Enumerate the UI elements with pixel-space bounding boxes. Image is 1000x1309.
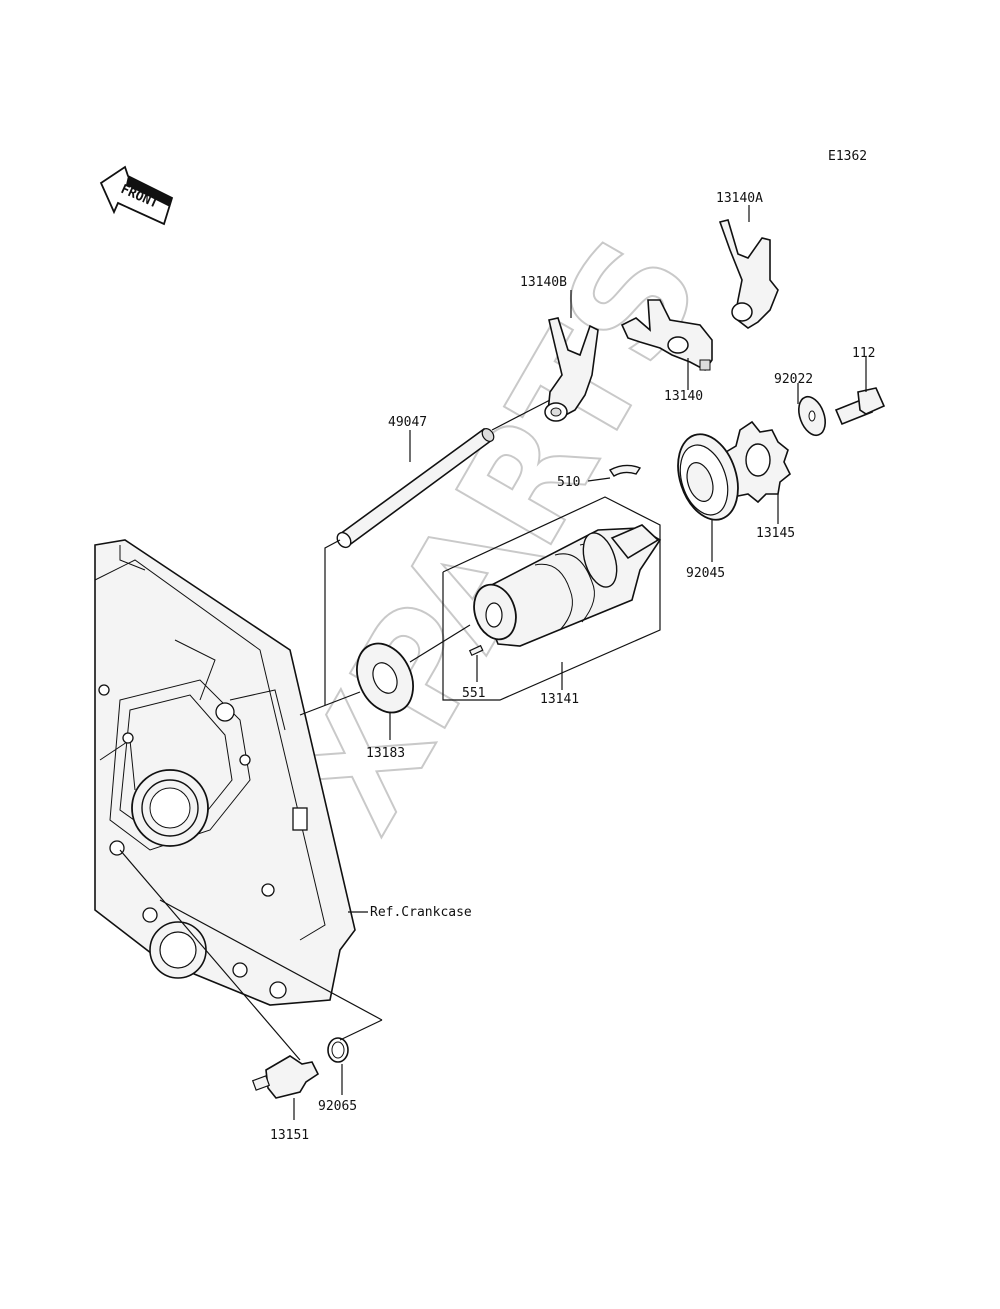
label-551: 551: [462, 686, 485, 701]
crankcase-reference-label: Ref.Crankcase: [370, 905, 472, 920]
label-13151: 13151: [270, 1128, 309, 1143]
bolt-112: [834, 387, 886, 426]
pin-551: [468, 644, 484, 657]
label-13183: 13183: [366, 746, 405, 761]
crankcase: [94, 539, 356, 1006]
washer-13183: [356, 642, 414, 714]
label-49047: 49047: [388, 415, 427, 430]
shift-drum-13141: [473, 524, 662, 647]
label-13145: 13145: [756, 526, 795, 541]
shift-rod-49047: [336, 427, 495, 549]
neutral-switch-13151: [251, 1055, 320, 1099]
shift-fork-13140A: [718, 219, 779, 329]
label-13140A: 13140A: [716, 191, 763, 206]
front-arrow: FRONT: [99, 165, 174, 226]
shift-fork-13140B: [544, 317, 599, 422]
circlip-510: [608, 464, 642, 477]
label-92045: 92045: [686, 566, 725, 581]
washer-92022: [798, 395, 826, 437]
label-13141: 13141: [540, 692, 579, 707]
pin-plate-13145: [725, 420, 792, 504]
label-92065: 92065: [318, 1099, 357, 1114]
washer-92065: [327, 1037, 349, 1063]
label-112: 112: [852, 346, 875, 361]
bearing-92045: [677, 433, 739, 521]
label-510: 510: [557, 475, 580, 490]
label-13140B: 13140B: [520, 275, 567, 290]
shift-fork-13140: [620, 299, 713, 372]
label-13140: 13140: [664, 389, 703, 404]
label-92022: 92022: [774, 372, 813, 387]
diagram-id: E1362: [828, 149, 867, 164]
